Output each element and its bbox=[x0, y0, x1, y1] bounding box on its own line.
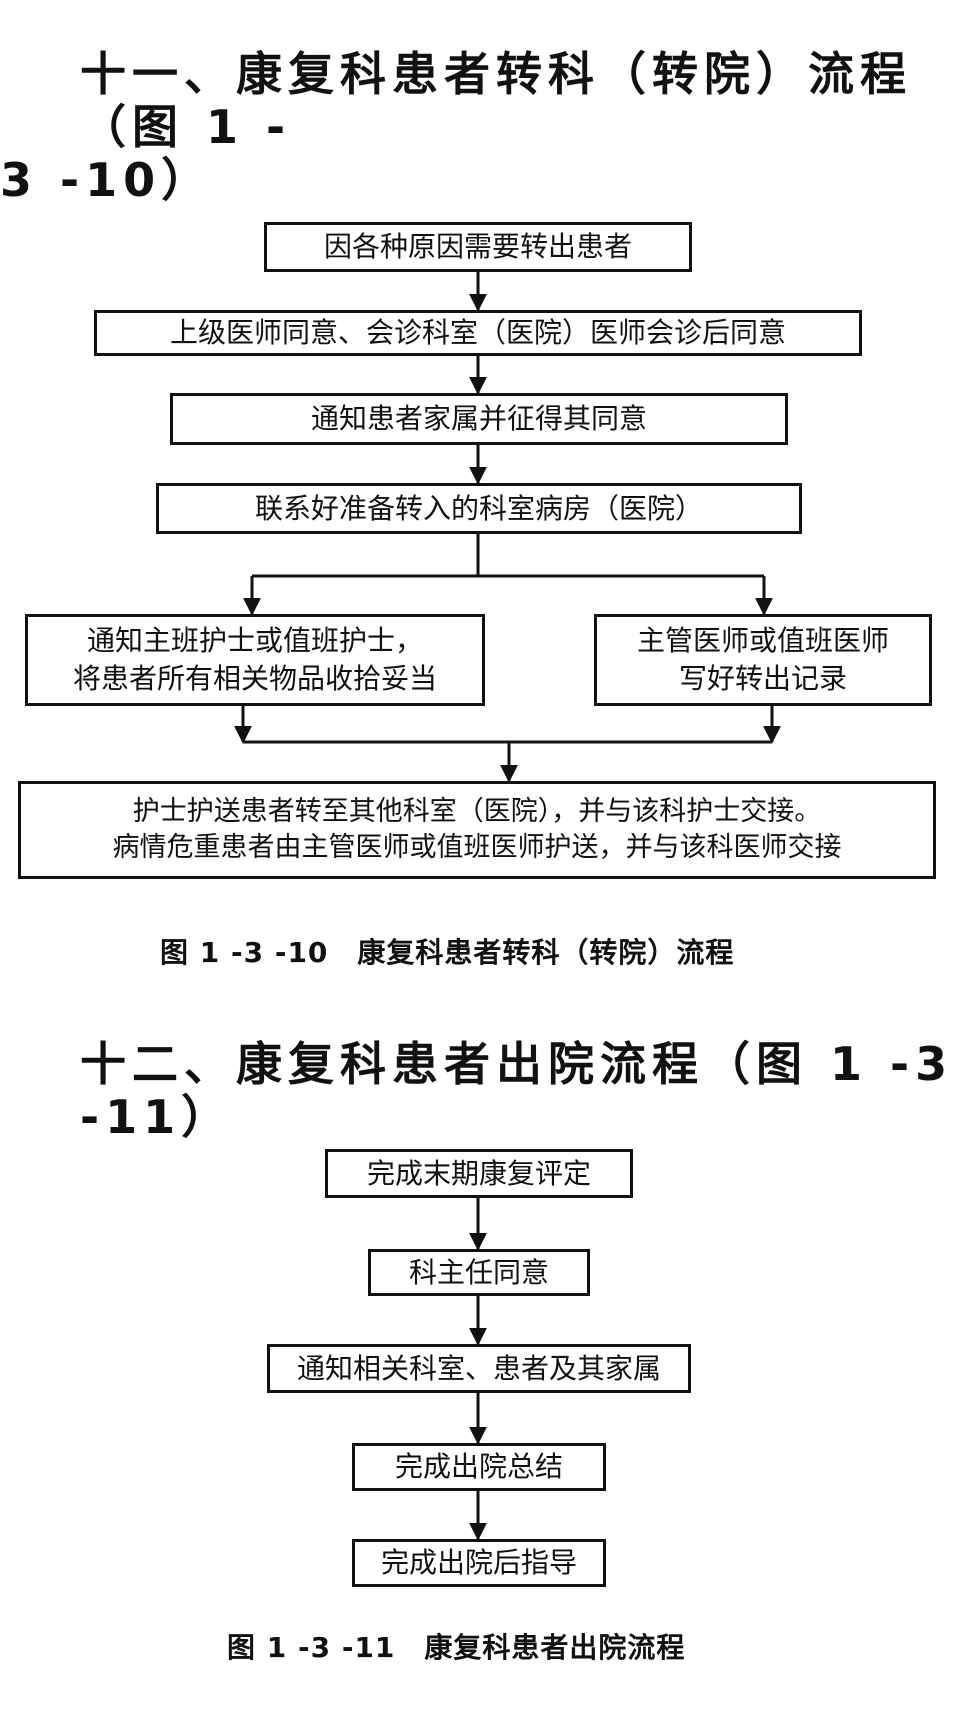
section1-heading-line1: 十一、康复科患者转科（转院）流程（图 1 - bbox=[80, 47, 912, 154]
s2-step5-text: 完成出院后指导 bbox=[380, 1546, 577, 1580]
s1-step2-text: 上级医师同意、会诊科室（医院）医师会诊后同意 bbox=[169, 316, 786, 350]
s2-step1-box: 完成末期康复评定 bbox=[325, 1149, 633, 1198]
s2-step3-text: 通知相关科室、患者及其家属 bbox=[296, 1351, 661, 1385]
s1-step6-line2: 病情危重患者由主管医师或值班医师护送，并与该科医师交接 bbox=[112, 832, 842, 863]
section1-heading: 十一、康复科患者转科（转院）流程（图 1 - 3 -10） bbox=[0, 47, 960, 207]
s2-step1-text: 完成末期康复评定 bbox=[366, 1156, 591, 1190]
s2-step5-box: 完成出院后指导 bbox=[352, 1539, 606, 1587]
s1-step5-left-box: 通知主班护士或值班护士， 将患者所有相关物品收拾妥当 bbox=[25, 614, 485, 706]
s1-step6-line1: 护士护送患者转至其他科室（医院），并与该科护士交接。 bbox=[132, 795, 822, 827]
s1-step5-right-box: 主管医师或值班医师 写好转出记录 bbox=[594, 614, 932, 706]
figure-caption-2: 图 1 -3 -11 康复科患者出院流程 bbox=[227, 1631, 686, 1664]
s1-step5-left-line2: 将患者所有相关物品收拾妥当 bbox=[72, 662, 437, 695]
s1-step4-box: 联系好准备转入的科室病房（医院） bbox=[156, 483, 802, 534]
s2-step4-box: 完成出院总结 bbox=[352, 1443, 606, 1491]
s2-step2-text: 科主任同意 bbox=[408, 1255, 549, 1289]
s1-step6-box: 护士护送患者转至其他科室（医院），并与该科护士交接。 病情危重患者由主管医师或值… bbox=[18, 781, 936, 879]
section1-heading-line2: 3 -10） bbox=[0, 152, 214, 207]
s1-step3-text: 通知患者家属并征得其同意 bbox=[310, 402, 647, 436]
s1-step4-text: 联系好准备转入的科室病房（医院） bbox=[254, 491, 703, 525]
figure-caption-1: 图 1 -3 -10 康复科患者转科（转院）流程 bbox=[160, 936, 735, 969]
s2-step2-box: 科主任同意 bbox=[368, 1249, 590, 1296]
s1-step1-box: 因各种原因需要转出患者 bbox=[264, 222, 692, 272]
s1-step1-text: 因各种原因需要转出患者 bbox=[323, 230, 632, 264]
s2-step4-text: 完成出院总结 bbox=[394, 1450, 563, 1484]
section2-heading: 十二、康复科患者出院流程（图 1 -3 -11） bbox=[80, 1037, 954, 1144]
s1-step5-left-line1: 通知主班护士或值班护士， bbox=[86, 624, 423, 658]
s1-step5-right-line2: 写好转出记录 bbox=[678, 662, 847, 695]
s1-step3-box: 通知患者家属并征得其同意 bbox=[170, 393, 788, 445]
s2-step3-box: 通知相关科室、患者及其家属 bbox=[267, 1344, 691, 1393]
s1-step5-right-line1: 主管医师或值班医师 bbox=[636, 624, 889, 658]
s1-step2-box: 上级医师同意、会诊科室（医院）医师会诊后同意 bbox=[94, 310, 862, 356]
